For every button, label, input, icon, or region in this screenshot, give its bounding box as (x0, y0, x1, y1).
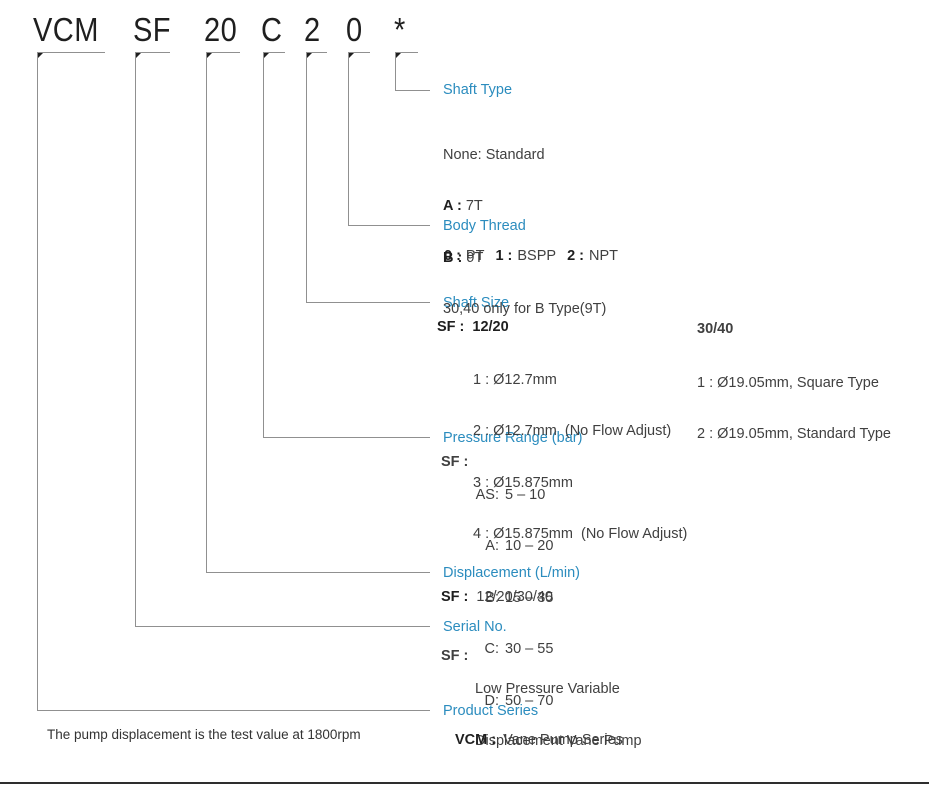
section-label-shaft-type: Shaft Type (443, 82, 513, 98)
bracket-top-sf (135, 52, 170, 53)
shaft-size-sf-header: SF : 12/20 (437, 319, 509, 335)
connector-body-thread (348, 225, 430, 226)
shaft-size-alt-item-2: 2 : Ø19.05mm, Standard Type (697, 426, 891, 443)
bracket-top-0 (348, 52, 370, 53)
shaft-type-none: None: Standard (443, 147, 545, 163)
bracket-vertical-20 (206, 52, 207, 572)
bracket-corner-0 (348, 52, 355, 59)
bracket-top-2 (306, 52, 327, 53)
section-label-pressure-range: Pressure Range (bar) (443, 430, 583, 446)
body-thread-key-0: 0 : (444, 248, 461, 264)
shaft-size-item-2: 2 : Ø12.7mm (No Flow Adjust) (473, 423, 672, 440)
bracket-top-star (395, 52, 418, 53)
shaft-size-sf-value: 12/20 (472, 319, 509, 335)
bracket-corner-c (263, 52, 270, 59)
code-segment-2: 2 (304, 11, 321, 48)
bracket-vertical-2 (306, 52, 307, 302)
pressure-key-b: B: (485, 589, 499, 606)
bracket-vertical-vcm (37, 52, 38, 710)
shaft-type-note: 30,40 only for B Type(9T) (443, 301, 607, 318)
product-series-row: VCM : Vane Pump Series (455, 732, 623, 748)
shaft-type-list: None: Standard A : 7T B : 9T 30,40 only … (443, 114, 606, 352)
bracket-vertical-c (263, 52, 264, 437)
pressure-val-d: 50 – 70 (505, 692, 554, 709)
shaft-type-option-a: A : 7T (443, 197, 606, 216)
displacement-value: 12/20/30/40 (476, 589, 553, 605)
shaft-type-option-b: B : 9T (443, 249, 606, 268)
code-segment-c: C (261, 11, 283, 48)
connector-serial-no (135, 626, 430, 627)
pressure-row-c: C: 30 – 55 (475, 640, 554, 659)
pressure-key-d: D: (484, 692, 500, 709)
shaft-size-alt-item-1: 1 : Ø19.05mm, Square Type (697, 375, 879, 391)
body-thread-val-2: NPT (588, 248, 618, 264)
code-segment-star: * (394, 11, 406, 48)
bracket-vertical-0 (348, 52, 349, 225)
pressure-key-as: AS: (475, 487, 499, 503)
pressure-range-list: AS:5 – 10 A:10 – 20 B:15 – 35 C:30 – 55 … (475, 454, 554, 743)
bottom-rule (0, 782, 929, 784)
body-thread-val-0: PT (465, 248, 485, 264)
connector-product-series (37, 710, 430, 711)
bracket-vertical-sf (135, 52, 136, 626)
section-label-displacement: Displacement (L/min) (443, 565, 580, 581)
bracket-corner-vcm (37, 52, 44, 59)
shaft-type-key-a: A : (443, 198, 462, 215)
pressure-val-as: 5 – 10 (505, 487, 546, 503)
bracket-top-20 (206, 52, 240, 53)
serial-sf-prefix: SF : (441, 648, 469, 664)
serial-description: Low Pressure Variable Displacement Vane … (475, 648, 642, 784)
shaft-size-alt-header: 30/40 (697, 321, 734, 337)
body-thread-options: 0 :PT 1 :BSPP 2 :NPT (444, 248, 618, 264)
shaft-size-sf-prefix: SF : (437, 319, 465, 335)
pressure-val-b: 15 – 35 (505, 589, 554, 606)
section-label-serial-no: Serial No. (443, 619, 507, 635)
displacement-footnote: The pump displacement is the test value … (47, 727, 361, 742)
shaft-type-val-a: 7T (465, 198, 483, 215)
body-thread-key-1: 1 : (495, 248, 513, 264)
code-segment-0: 0 (346, 11, 363, 48)
body-thread-val-1: BSPP (517, 248, 557, 264)
pressure-val-c: 30 – 55 (505, 641, 554, 658)
bracket-top-vcm (37, 52, 105, 53)
displacement-sf-prefix: SF : (441, 589, 469, 605)
connector-pressure-range (263, 437, 430, 438)
bracket-vertical-star (395, 52, 396, 90)
code-segment-20: 20 (204, 11, 238, 48)
pressure-val-a: 10 – 20 (505, 538, 554, 555)
bracket-corner-sf (135, 52, 142, 59)
bracket-corner-star (395, 52, 402, 59)
connector-shaft-size (306, 302, 430, 303)
shaft-size-item-4: 4 : Ø15.875mm (No Flow Adjust) (473, 526, 688, 543)
shaft-size-sf-items: 1 : Ø12.7mm 2 : Ø12.7mm (No Flow Adjust)… (473, 339, 687, 577)
pressure-row-as: AS: 5 – 10 (475, 486, 553, 505)
product-series-prefix: VCM : (455, 732, 497, 748)
serial-line-2: Displacement Vane Pump (475, 732, 642, 749)
product-series-value: Vane Pump Series (503, 732, 623, 748)
bracket-top-c (263, 52, 285, 53)
pressure-sf-prefix: SF : (441, 454, 469, 470)
bracket-corner-20 (206, 52, 213, 59)
pressure-key-c: C: (484, 641, 500, 658)
shaft-type-key-b: B : (443, 249, 463, 266)
section-label-shaft-size: Shaft Size (443, 295, 510, 311)
connector-displacement (206, 572, 430, 573)
displacement-row: SF : 12/20/30/40 (441, 589, 553, 605)
pressure-row-b: B: 15 – 35 (475, 589, 553, 608)
shaft-size-item-1: 1 : Ø12.7mm (473, 372, 557, 388)
shaft-type-val-b: 9T (466, 249, 484, 266)
section-label-product-series: Product Series (443, 703, 539, 719)
code-segment-sf: SF (133, 11, 171, 48)
pressure-key-a: A: (485, 538, 499, 555)
shaft-size-alt-items: 1 : Ø19.05mm, Square Type 2 : Ø19.05mm, … (697, 342, 891, 477)
code-segment-vcm: VCM (33, 11, 99, 48)
bracket-corner-2 (306, 52, 313, 59)
section-label-body-thread: Body Thread (443, 218, 526, 234)
serial-line-1: Low Pressure Variable (475, 681, 620, 697)
pressure-row-d: D: 50 – 70 (475, 692, 554, 711)
shaft-size-item-3: 3 : Ø15.875mm (473, 474, 573, 491)
connector-shaft-type (395, 90, 430, 91)
body-thread-key-2: 2 : (567, 248, 584, 264)
pressure-row-a: A: 10 – 20 (475, 537, 553, 556)
